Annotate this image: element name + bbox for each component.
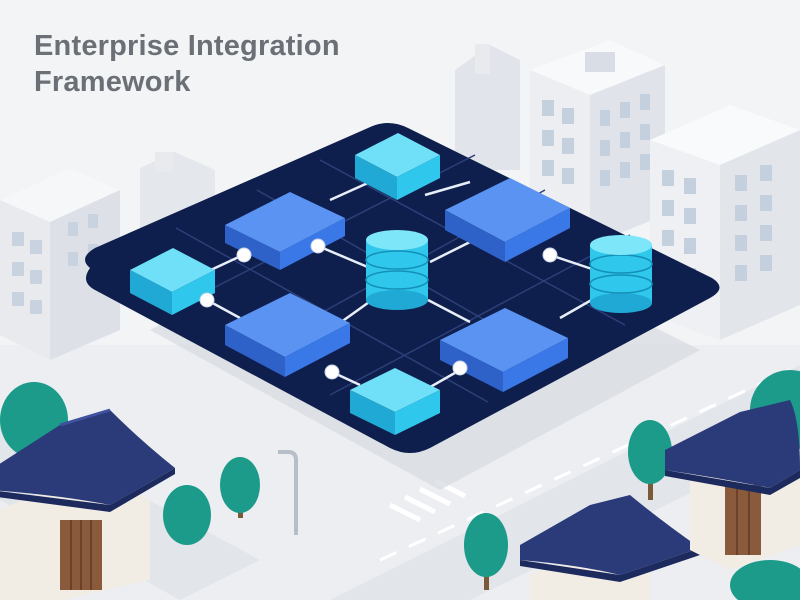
building-icon (530, 40, 665, 245)
database-icon (365, 230, 429, 310)
connector-node-icon (310, 238, 326, 254)
connector-node-icon (199, 292, 215, 308)
databases (365, 230, 653, 313)
tree-icon (220, 457, 260, 518)
service-block-icon (440, 308, 568, 392)
page-title: Enterprise Integration Framework (34, 28, 340, 100)
endpoint-block-icon (130, 248, 215, 315)
service-block-icon (445, 178, 570, 262)
title-line-1: Enterprise Integration (34, 30, 340, 62)
trees (0, 370, 800, 600)
pavilion-icon (0, 408, 175, 600)
title-line-2: Framework (34, 66, 191, 98)
connector-nodes (199, 238, 558, 380)
endpoint-blocks (130, 133, 440, 435)
tree-icon (628, 420, 672, 500)
street-lamp-icon (278, 450, 298, 535)
connector-node-icon (236, 247, 252, 263)
connector-node-icon (542, 247, 558, 263)
building-icon (0, 168, 120, 360)
database-icon (589, 235, 653, 313)
endpoint-block-icon (355, 133, 440, 200)
service-blocks (225, 178, 570, 392)
service-block-icon (225, 293, 350, 377)
tree-icon (163, 485, 211, 545)
connector-node-icon (324, 364, 340, 380)
building-icon (455, 44, 520, 170)
pavilion-icon (665, 400, 800, 570)
connector-node-icon (452, 360, 468, 376)
pavilions (0, 400, 800, 600)
tree-icon (464, 513, 508, 590)
pavilion-icon (520, 495, 700, 600)
tree-icon (730, 560, 800, 600)
endpoint-block-icon (350, 368, 440, 435)
